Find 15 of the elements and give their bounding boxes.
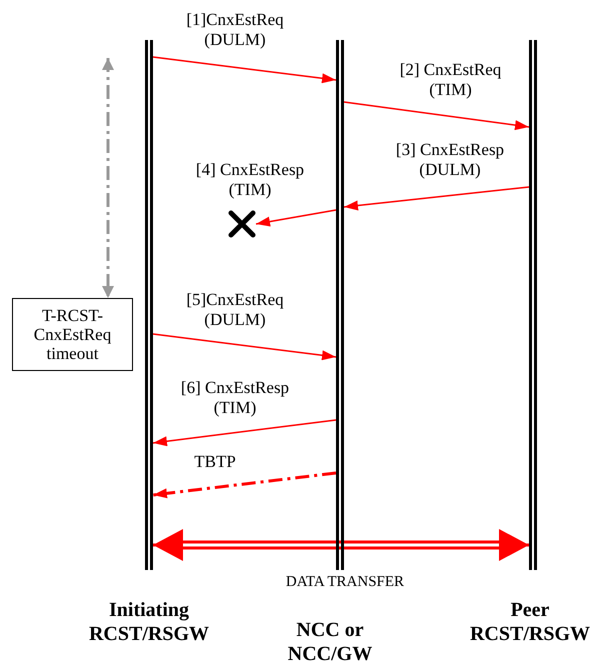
arrow <box>256 209 336 226</box>
lifeline-label: Initiating RCST/RSGW <box>88 598 210 646</box>
arrow <box>153 529 529 561</box>
arrow <box>152 472 336 498</box>
arrow <box>102 58 114 298</box>
arrow <box>152 333 336 360</box>
arrow <box>344 101 530 130</box>
arrow <box>344 186 530 210</box>
lifeline-label: Peer RCST/RSGW <box>468 598 592 646</box>
arrow <box>152 56 336 84</box>
timer-text: T-RCST-CnxEstReq timeout <box>32 306 112 364</box>
timer-box <box>12 298 133 371</box>
lifeline-label: NCC or NCC/GW <box>286 618 374 666</box>
cross-mark <box>228 210 256 238</box>
arrow <box>152 419 336 446</box>
